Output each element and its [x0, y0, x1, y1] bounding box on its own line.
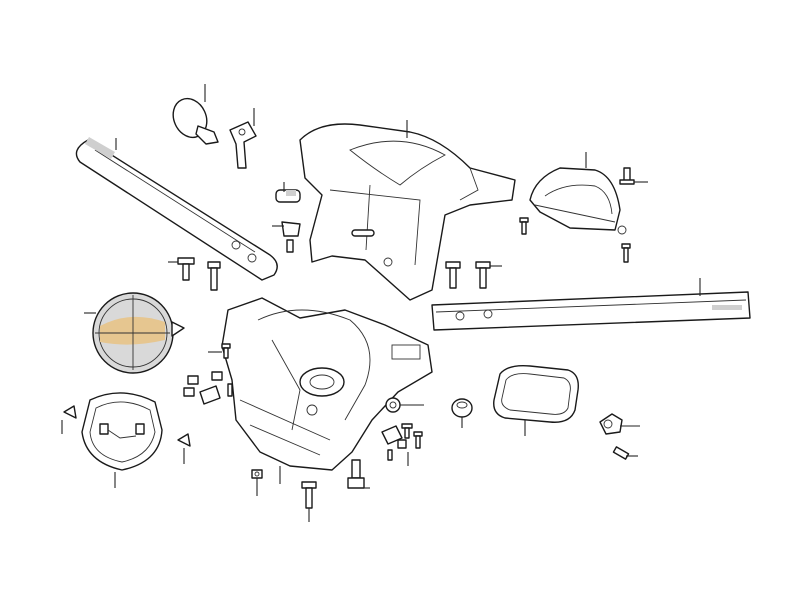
bolt-left-2[interactable] [207, 261, 221, 291]
lamp-screw-left[interactable] [519, 217, 529, 235]
headlight-ring[interactable] [81, 392, 163, 471]
ring-clip-left[interactable] [63, 405, 77, 419]
upper-handlebar-cover[interactable] [299, 123, 516, 301]
nut-2[interactable] [211, 371, 223, 381]
nut-1[interactable] [187, 375, 199, 385]
nut-3[interactable] [183, 387, 195, 397]
bottom-bolt-center[interactable] [301, 481, 317, 509]
clip-bracket-right[interactable] [381, 425, 403, 445]
bottom-screw-left[interactable] [251, 469, 263, 479]
screw-upper-left[interactable] [221, 343, 231, 359]
small-clip[interactable] [281, 221, 301, 237]
headlight-unit[interactable] [92, 292, 185, 374]
mount-bracket[interactable] [229, 121, 257, 169]
bolt-center-1[interactable] [445, 261, 461, 289]
right-handlebar-tube[interactable] [431, 291, 751, 331]
bottom-bolt-right[interactable] [347, 459, 365, 489]
clip-bracket-left[interactable] [199, 385, 221, 405]
washer[interactable] [385, 397, 401, 413]
bolt-right-2[interactable] [397, 439, 407, 449]
rubber-grommet[interactable] [451, 398, 473, 418]
gasket-ring[interactable] [493, 364, 579, 423]
turn-signal-lamp[interactable] [529, 167, 627, 235]
bolt-right-4[interactable] [387, 449, 393, 461]
switch-knob[interactable] [167, 93, 219, 145]
bolt-center-2[interactable] [475, 261, 491, 289]
small-screw[interactable] [286, 239, 294, 253]
ring-clip-right[interactable] [177, 433, 191, 447]
cable-clamp[interactable] [599, 413, 623, 435]
lower-handlebar-cover[interactable] [221, 297, 433, 471]
lamp-screw-bottom[interactable] [621, 243, 631, 263]
left-handlebar-tube[interactable] [75, 137, 278, 281]
bolt-right-1[interactable] [401, 423, 413, 439]
bolt-left-1[interactable] [177, 257, 195, 281]
lamp-screw-top[interactable] [619, 167, 635, 185]
screw-lower-left[interactable] [227, 383, 233, 397]
clamp-screw[interactable] [612, 446, 630, 460]
bolt-right-3[interactable] [413, 431, 423, 449]
small-switch[interactable] [275, 189, 301, 203]
